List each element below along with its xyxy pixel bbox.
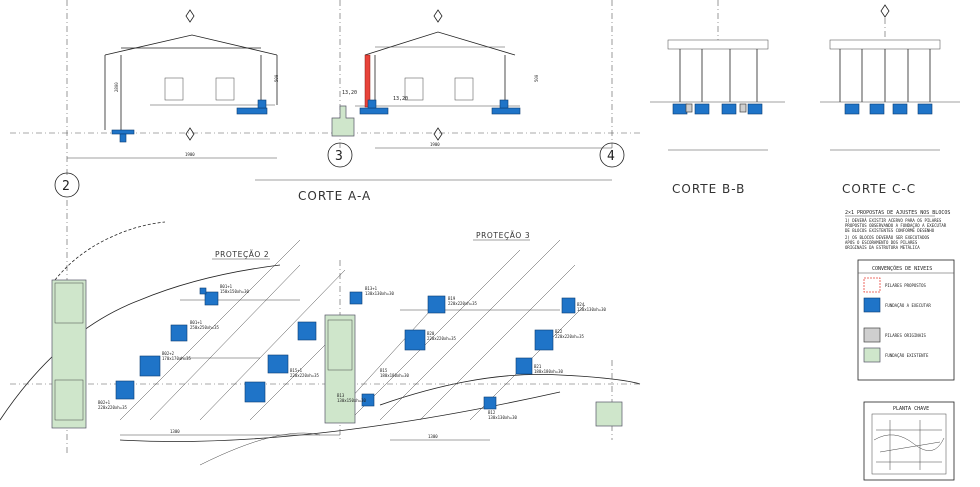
block-b6 xyxy=(267,354,289,374)
protection-2-label: PROTEÇÃO 2 xyxy=(215,250,269,259)
note-1b: PROPOSTOS OBSERVANDO A FUNDAÇÃO A EXECUT… xyxy=(845,223,947,228)
axis-2: 2 xyxy=(62,179,70,194)
level-b: 13,20 xyxy=(393,96,408,102)
notes-title: 2×1 PROPOSTAS DE AJUSTES NOS BLOCOS xyxy=(845,210,950,216)
block-b12 xyxy=(515,357,533,375)
block-b7 xyxy=(244,381,266,403)
block-spec-2: 250x250xh=35 xyxy=(190,325,219,330)
dim-1300-a: 1300 xyxy=(170,429,180,434)
block-b16 xyxy=(199,287,207,295)
section-c-c-title: CORTE C-C xyxy=(842,182,916,196)
key-plan: PLANTA CHAVE xyxy=(863,401,955,481)
block-label-13: B13 xyxy=(337,393,345,398)
block-label-7: B15 xyxy=(380,368,388,373)
block-b10 xyxy=(404,329,426,351)
legend-label-proposed: PILARES PROPOSTOS xyxy=(885,283,927,288)
legend-label-foundation-existing: FUNDAÇÃO EXISTENTE xyxy=(885,353,929,358)
legend: CONVENÇÕES DE NIVEIS PILARES PROPOSTOS F… xyxy=(857,259,955,381)
block-b13 xyxy=(561,297,576,314)
block-b9 xyxy=(427,295,446,314)
block-spec-14: 130x130xh=30 xyxy=(488,415,517,420)
block-b11 xyxy=(534,329,554,351)
block-spec-13: 130x150xh=30 xyxy=(337,398,366,403)
dim-1900-a: 1900 xyxy=(185,152,195,157)
legend-label-foundation-new: FUNDAÇÃO A EXECUTAR xyxy=(885,303,931,308)
legend-swatch-original xyxy=(863,327,881,343)
note-1c: DE BLOCOS EXISTENTES CONFORME DESENHO xyxy=(845,228,935,233)
block-label-12: B24 xyxy=(577,302,585,307)
block-b15 xyxy=(361,393,375,407)
legend-swatch-foundation-existing xyxy=(863,347,881,363)
block-label-11: B21 xyxy=(534,364,542,369)
section-b-b: CORTE B-B xyxy=(650,0,785,196)
block-label-5: B15+1 xyxy=(290,368,303,373)
block-label-6: B13+1 xyxy=(365,286,378,291)
dim-1300-b: 1300 xyxy=(428,434,438,439)
dim-500-a: 500 xyxy=(534,74,539,82)
plan-view: 1300 1300 B01+1 150x150xh=30 B01+1 250x xyxy=(0,200,641,466)
block-spec-4: 220x220xh=35 xyxy=(98,405,127,410)
block-spec-7: 180x180xh=30 xyxy=(380,373,409,378)
note-2a: 2) OS BLOCOS DEVERÃO SER EXECUTADOS xyxy=(845,235,930,240)
block-label-10: B22 xyxy=(555,329,563,334)
block-b1 xyxy=(204,291,219,306)
block-spec-9: 220x220xh=35 xyxy=(427,336,456,341)
legend-title: CONVENÇÕES DE NIVEIS xyxy=(872,265,932,272)
legend-swatch-proposed xyxy=(863,277,881,293)
section-a-a-title: CORTE A-A xyxy=(298,189,371,203)
level-a: 13,20 xyxy=(342,90,357,96)
dim-1900-b: 1900 xyxy=(430,142,440,147)
block-spec-1: 150x150xh=30 xyxy=(220,289,249,294)
block-label-2: B01+1 xyxy=(190,320,203,325)
block-spec-10: 220x220xh=35 xyxy=(555,334,584,339)
block-label-8: B19 xyxy=(448,296,456,301)
block-spec-3: 170x170xh=35 xyxy=(162,356,191,361)
protection-3-label: PROTEÇÃO 3 xyxy=(476,231,530,240)
axis-3: 3 xyxy=(335,149,343,164)
section-b-b-title: CORTE B-B xyxy=(672,182,745,196)
section-a-a: 1900 1900 500 500 2800 13,20 13,20 2 3 4… xyxy=(10,0,890,203)
dim-500-b: 500 xyxy=(274,74,279,82)
block-b4 xyxy=(115,380,135,400)
block-label-1: B01+1 xyxy=(220,284,233,289)
legend-swatch-foundation-new xyxy=(863,297,881,313)
section-c-c: CORTE C-C xyxy=(820,18,960,196)
block-b3 xyxy=(139,355,161,377)
block-label-14: B12 xyxy=(488,410,496,415)
block-spec-12: 130x130xh=30 xyxy=(577,307,606,312)
existing-foundation-right xyxy=(595,401,623,427)
block-label-3: B02+2 xyxy=(162,351,175,356)
note-1a: 1) DEVERÁ EXISTIR ACERVO PARA OS PILARES xyxy=(845,218,942,223)
note-2b: APÓS O ESCORAMENTO DOS PILARES xyxy=(845,240,918,245)
block-b2 xyxy=(170,324,188,342)
block-spec-6: 130x130xh=30 xyxy=(365,291,394,296)
block-b5 xyxy=(297,321,317,341)
block-b8 xyxy=(349,291,363,305)
block-spec-5: 220x220xh=35 xyxy=(290,373,319,378)
existing-foundation-center xyxy=(324,314,356,424)
block-spec-8: 220x220xh=35 xyxy=(448,301,477,306)
note-2c: ORIGINAIS DA ESTRUTURA METÁLICA xyxy=(845,245,920,250)
notes-box: 2×1 PROPOSTAS DE AJUSTES NOS BLOCOS 1) D… xyxy=(845,210,950,250)
key-plan-title: PLANTA CHAVE xyxy=(893,406,929,412)
legend-label-original: PILARES ORIGINAIS xyxy=(885,333,927,338)
dim-2800: 2800 xyxy=(114,82,119,92)
block-b14 xyxy=(483,396,497,410)
block-label-4: B02+1 xyxy=(98,400,111,405)
block-spec-11: 180x180xh=30 xyxy=(534,369,563,374)
axis-4: 4 xyxy=(607,149,615,164)
block-label-9: B20 xyxy=(427,331,435,336)
existing-foundation-left xyxy=(51,279,87,429)
